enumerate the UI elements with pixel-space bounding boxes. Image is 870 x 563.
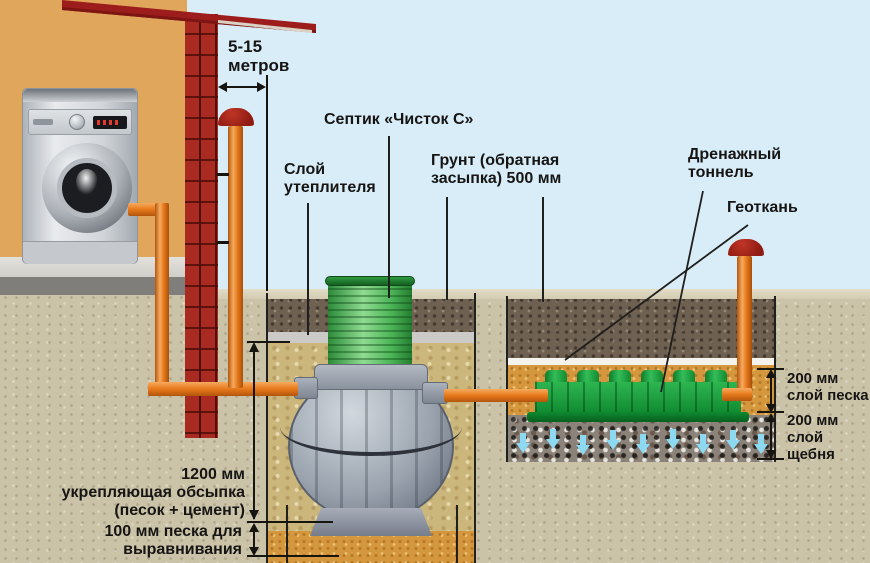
brick-wall: [185, 14, 218, 438]
pointer-septic: [388, 136, 390, 298]
drainage-tunnel-body: [535, 382, 741, 414]
arrow-up-icon: [249, 523, 259, 532]
dim-line-1200: [253, 347, 255, 519]
washer-kick-panel: [23, 241, 137, 264]
arrow-up-icon: [249, 342, 259, 352]
seep-arrow-icon: [666, 429, 680, 451]
seep-arrow-icon: [726, 430, 740, 452]
label-leveling: 100 мм песка для выравнивания: [104, 523, 242, 559]
tunnel-vent-standpipe: [737, 256, 752, 394]
dim-tick: [247, 555, 339, 557]
seep-arrow-icon: [516, 433, 530, 455]
washer-control-panel: [28, 109, 132, 135]
seep-arrow-icon: [636, 434, 650, 456]
arrow-down-icon: [766, 404, 776, 413]
drainage-tunnel-base: [527, 412, 749, 422]
trench-backfill-soil: [508, 296, 775, 358]
pointer-insulation: [307, 203, 309, 335]
label-insulation: Слой утеплителя: [284, 161, 376, 197]
seep-arrow-icon: [606, 430, 620, 452]
arrow-down-icon: [249, 547, 259, 556]
dim-tick: [247, 341, 290, 343]
trench-boundary-left: [506, 296, 508, 462]
pit-boundary-left: [266, 293, 268, 563]
tunnel-vent-elbow: [722, 388, 752, 401]
seep-arrow-icon: [696, 434, 710, 456]
septic-outlet-pipe: [444, 389, 548, 402]
pipe-clamp: [217, 173, 229, 176]
dim-line-sand: [770, 372, 772, 412]
washer-door-glass: [57, 158, 117, 218]
trench-boundary-right: [774, 296, 776, 462]
arrow-down-icon: [766, 450, 776, 459]
dim-line-100: [253, 526, 255, 554]
pipe-clamp: [217, 241, 229, 244]
tunnel-vent-cap: [728, 239, 764, 256]
seep-arrow-icon: [754, 434, 768, 456]
dim-tick: [757, 458, 784, 460]
label-septic: Септик «Чисток С»: [324, 111, 474, 128]
label-distance: 5-15 метров: [228, 37, 290, 76]
arrow-left-icon: [218, 82, 227, 92]
washer-downpipe: [155, 203, 169, 389]
label-bedding: 1200 мм укрепляющая обсыпка (песок + цем…: [61, 466, 245, 520]
dim-tick: [757, 368, 784, 370]
label-sand-layer: 200 мм слой песка: [787, 370, 869, 405]
washer-knob: [69, 114, 85, 130]
dim-line-distance: [226, 86, 262, 88]
pit-inner-line-left: [286, 505, 288, 563]
geotextile-layer: [508, 358, 775, 365]
house-floor-slab: [0, 277, 185, 295]
seep-arrow-icon: [546, 429, 560, 451]
washer-display-digits: [97, 120, 119, 125]
dim-tick: [757, 411, 784, 413]
septic-tank-collar: [314, 364, 428, 390]
pit-boundary-right: [474, 293, 476, 563]
pit-inner-line-right: [456, 505, 458, 563]
washer-display: [93, 116, 127, 129]
septic-tank-strap: [280, 398, 462, 456]
arrow-right-icon: [257, 82, 266, 92]
ground-surface-crust: [218, 289, 870, 299]
label-backfill: Грунт (обратная засыпка) 500 мм: [431, 152, 562, 188]
washing-machine: [22, 88, 138, 264]
washer-door: [42, 143, 132, 233]
seep-arrow-icon: [576, 435, 590, 457]
washer-door-highlight: [76, 169, 98, 195]
house-vent-standpipe: [228, 126, 243, 388]
pointer-backfill-right: [542, 197, 544, 302]
arrow-up-icon: [766, 369, 776, 378]
label-geotextile: Геоткань: [727, 199, 798, 216]
washer-top: [23, 89, 137, 102]
pit-leveling-sand: [268, 531, 476, 563]
septic-riser-lid: [325, 276, 415, 286]
arrow-down-icon: [249, 510, 259, 520]
arrow-up-icon: [766, 413, 776, 422]
sewer-pipe-to-septic: [148, 382, 298, 396]
house-vent-cap: [218, 108, 254, 126]
roof: [62, 0, 316, 33]
label-drainage-tunnel: Дренажный тоннель: [688, 146, 782, 182]
dim-line-gravel: [770, 415, 772, 459]
dim-extension-line: [266, 75, 268, 291]
pointer-backfill-left: [446, 197, 448, 300]
water-seepage-arrows: [516, 429, 768, 459]
dim-tick: [247, 521, 333, 523]
label-gravel-layer: 200 мм слой щебня: [787, 412, 839, 464]
washer-brand-badge: [33, 119, 53, 125]
